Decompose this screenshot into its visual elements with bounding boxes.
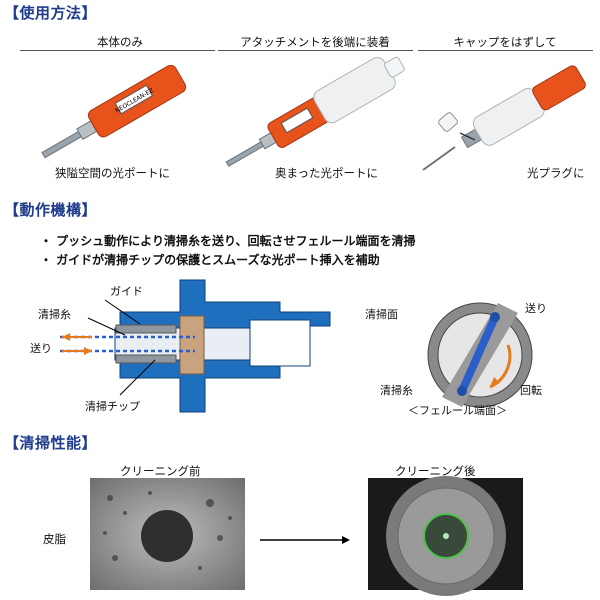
label-guide: ガイド [110, 285, 143, 298]
usage-col2-rule [218, 50, 413, 51]
after-label: クリーニング後 [395, 464, 476, 478]
label-face: 清掃面 [365, 308, 398, 321]
cross-section-diagram [60, 279, 331, 413]
usage-col1-label: 本体のみ [97, 35, 143, 49]
usage-col3-label: キャップをはずして [453, 35, 557, 49]
usage-col3-caption: 光プラグに [527, 166, 585, 180]
label-rotate: 回転 [520, 384, 542, 397]
label-tip: 清掃チップ [85, 400, 140, 413]
device-body-only-image: NEOCLEAN-EZ [41, 64, 187, 159]
section-title-mechanism: 【動作機構】 [4, 201, 98, 219]
ferrule-caption: ＜フェルール端面＞ [408, 404, 507, 417]
before-cleaning-image [90, 478, 245, 590]
section-title-performance: 【清掃性能】 [4, 434, 98, 452]
device-attachment-image [225, 56, 405, 167]
mechanism-bullet-2: ・ ガイドが清掃チップの保護とスムーズな光ポート挿入を補助 [40, 253, 380, 267]
row-label-sebum: 皮脂 [43, 532, 66, 546]
section-title-usage: 【使用方法】 [4, 4, 98, 22]
ferrule-face-diagram [427, 302, 533, 408]
usage-col1-caption: 狭隘空間の光ポートに [55, 166, 170, 180]
device-cap-removed-image [422, 65, 586, 171]
label-feed-right: 送り [525, 302, 547, 315]
label-thread: 清掃糸 [38, 308, 71, 321]
before-after-arrow [260, 536, 350, 544]
usage-col3-rule [418, 50, 593, 51]
usage-col1-rule [20, 50, 215, 51]
mechanism-bullet-1: ・ プッシュ動作により清掃糸を送り、回転させフェルール端面を清掃 [40, 234, 416, 248]
label-feed-left: 送り [30, 342, 52, 355]
after-cleaning-image [368, 476, 523, 596]
before-label: クリーニング前 [120, 464, 201, 478]
label-thread-right: 清掃糸 [380, 384, 413, 397]
usage-col2-label: アタッチメントを後端に装着 [240, 35, 390, 49]
usage-col2-caption: 奥まった光ポートに [275, 166, 379, 180]
